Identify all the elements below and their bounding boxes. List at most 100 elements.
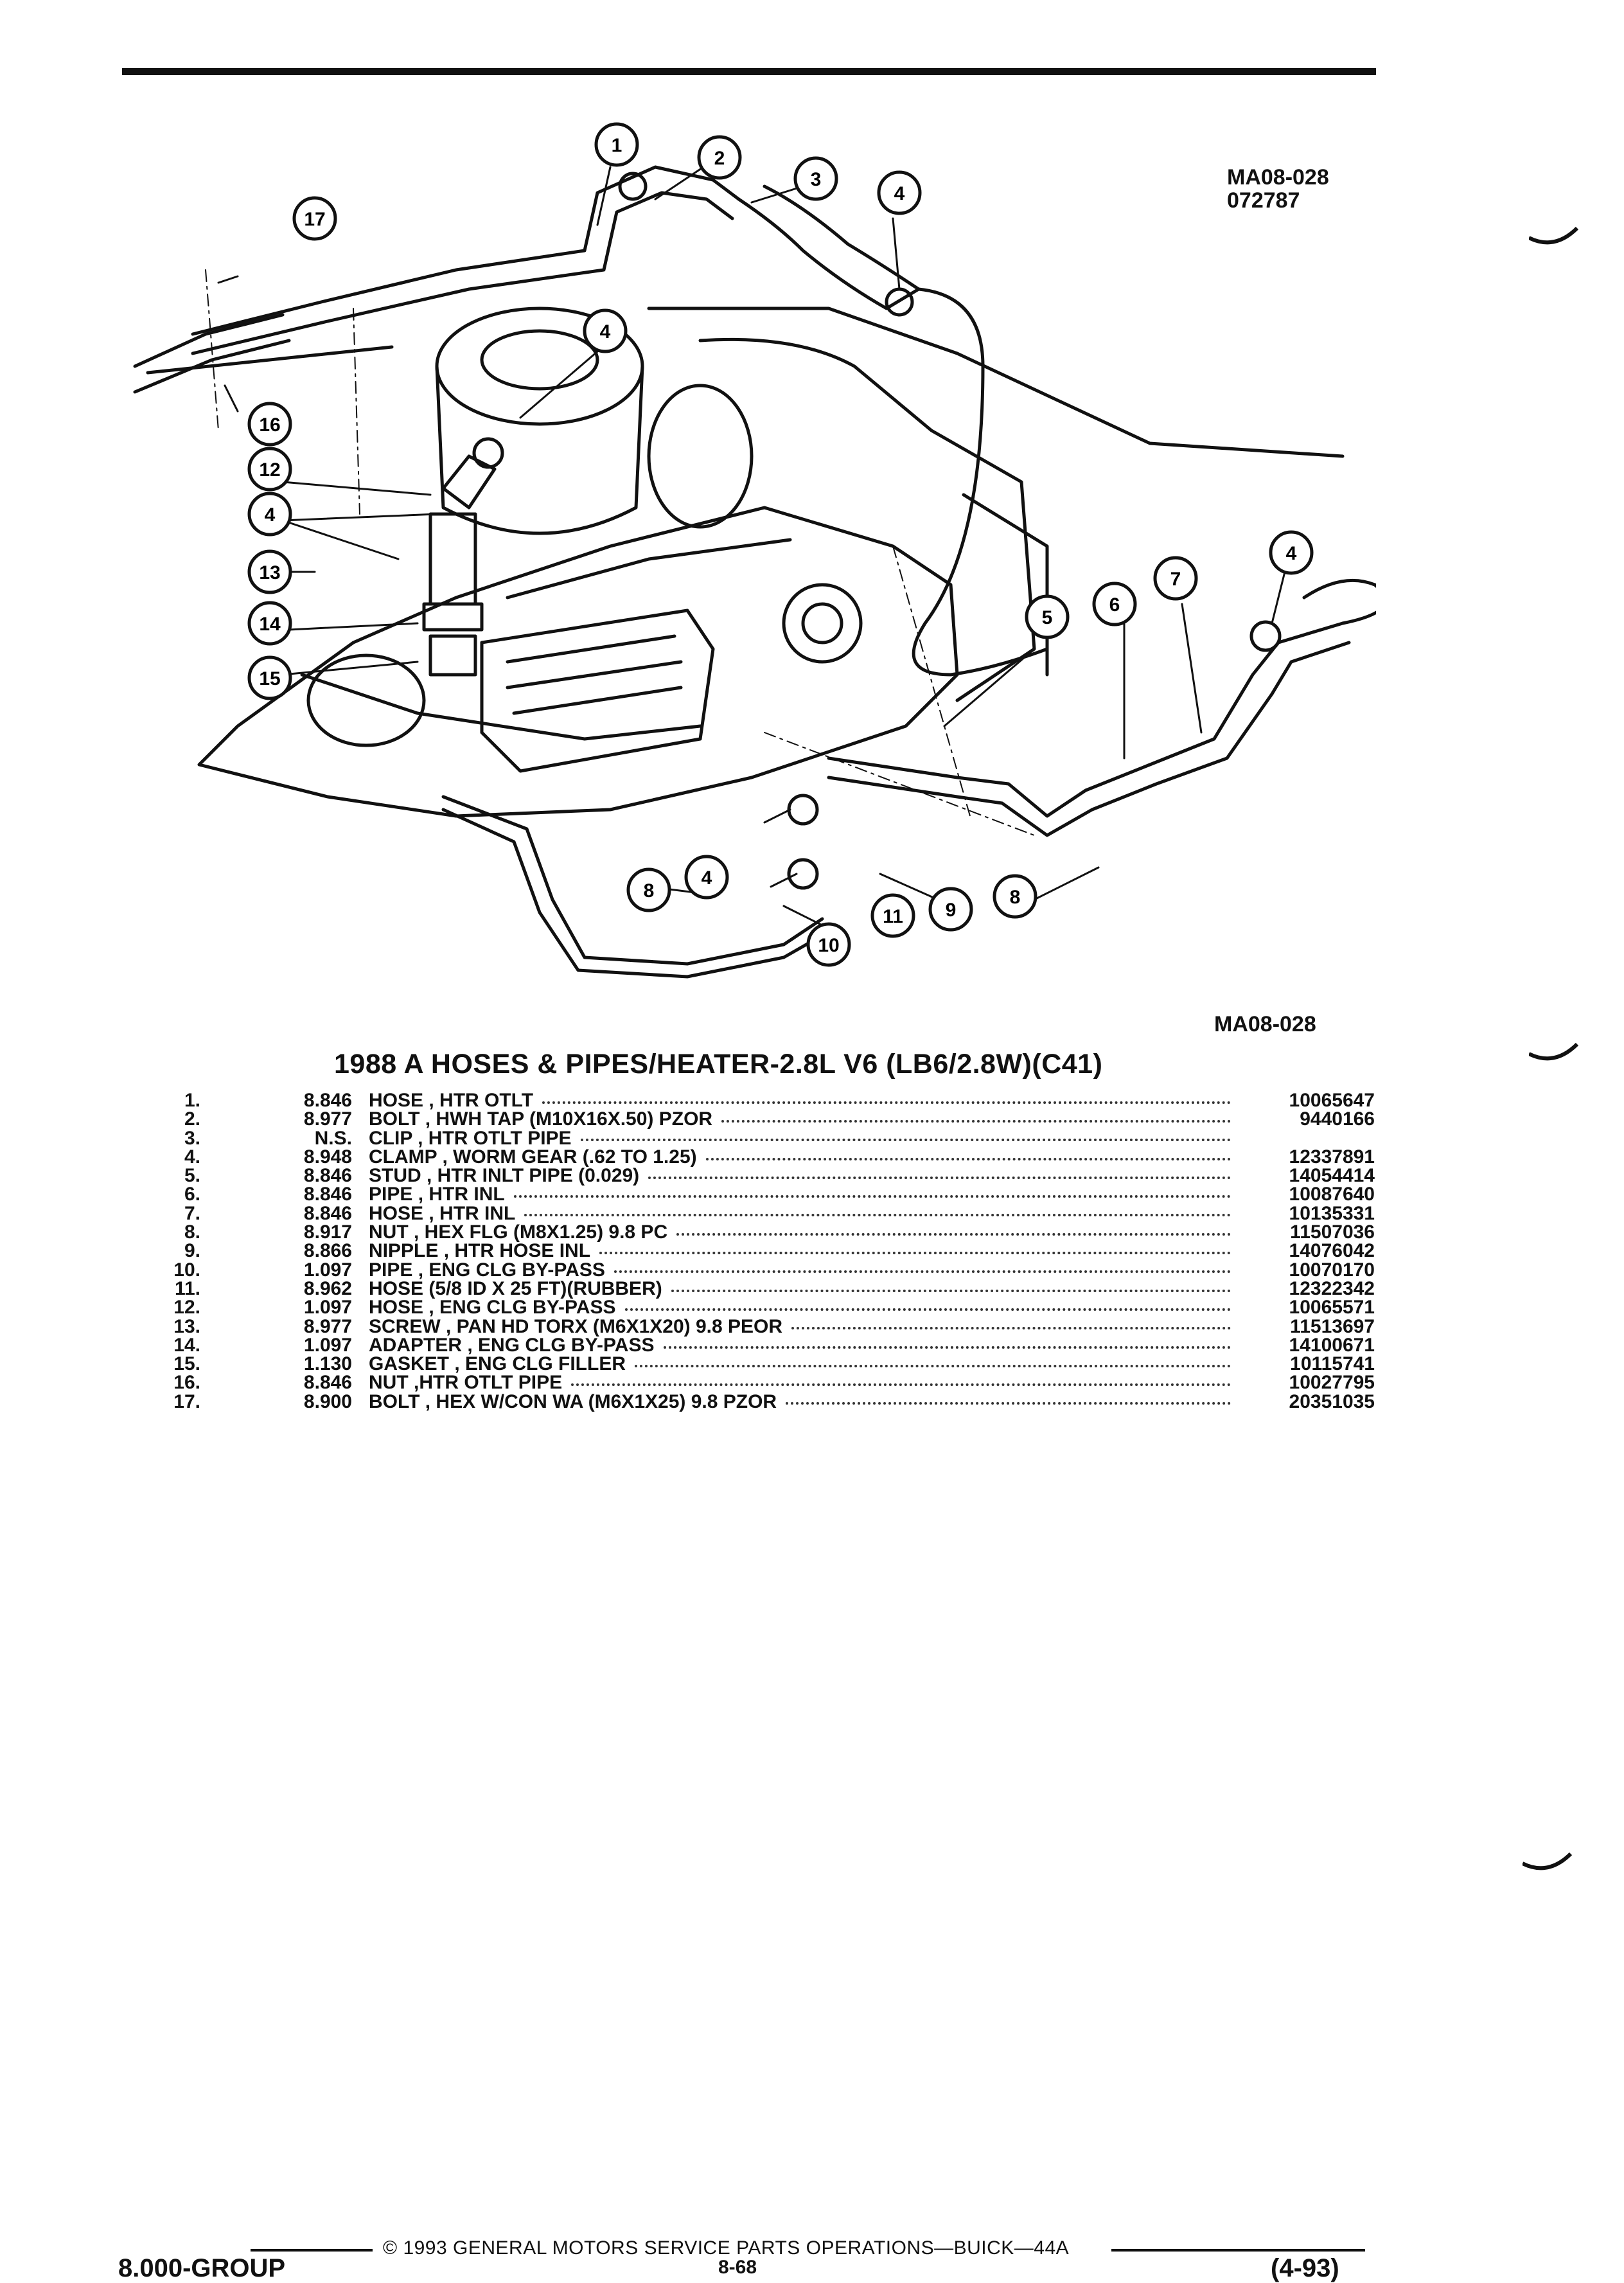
svg-text:4: 4	[1286, 543, 1297, 564]
svg-text:13: 13	[259, 562, 280, 583]
callout-17: 17	[292, 196, 337, 241]
leader-dots	[513, 1191, 1231, 1198]
svg-text:4: 4	[600, 321, 611, 342]
svg-text:16: 16	[259, 414, 280, 436]
part-description: STUD , HTR INLT PIPE (0.029)	[369, 1165, 640, 1187]
group-number: 8.917	[303, 1221, 352, 1243]
heater-outlet-hose	[191, 165, 741, 336]
part-number: 20351035	[1289, 1390, 1375, 1412]
group-number: 8.846	[303, 1165, 352, 1187]
group-number: 8.846	[303, 1372, 352, 1394]
part-description: CLAMP , WORM GEAR (.62 TO 1.25)	[369, 1146, 697, 1168]
leader-dots	[580, 1135, 1231, 1142]
callout-9: 9	[928, 887, 973, 932]
bypass-adapter	[441, 454, 497, 510]
part-number-index: 5.	[184, 1165, 200, 1187]
bypass-pipe	[441, 795, 824, 966]
part-number: 10087640	[1289, 1184, 1375, 1205]
svg-text:14: 14	[259, 614, 281, 635]
svg-text:8: 8	[644, 880, 655, 902]
leader-dots	[671, 1286, 1231, 1292]
leader-dots	[663, 1342, 1231, 1349]
part-number-index: 4.	[184, 1146, 200, 1168]
part-number-index: 7.	[184, 1202, 200, 1224]
part-number-index: 9.	[184, 1240, 200, 1262]
group-number: 8.866	[303, 1240, 352, 1262]
part-description: ADAPTER , ENG CLG BY-PASS	[369, 1334, 655, 1356]
part-number-index: 2.	[184, 1108, 200, 1130]
group-number: 8.977	[303, 1315, 352, 1337]
leader-dots	[599, 1248, 1231, 1255]
group-number: 1.097	[303, 1297, 352, 1319]
part-number: 14054414	[1289, 1165, 1375, 1187]
leader-dots	[542, 1097, 1231, 1104]
leader-dots	[635, 1361, 1231, 1367]
group-number: 1.097	[303, 1334, 352, 1356]
callout-4e: 4	[684, 855, 729, 900]
part-number-index: 14.	[173, 1334, 200, 1356]
part-description: SCREW , PAN HD TORX (M6X1X20) 9.8 PEOR	[369, 1315, 783, 1337]
part-number: 10065571	[1289, 1297, 1375, 1319]
svg-text:1: 1	[612, 135, 622, 156]
part-number: 10027795	[1289, 1372, 1375, 1394]
copyright-notice: © 1993 GENERAL MOTORS SERVICE PARTS OPER…	[383, 2237, 1070, 2259]
table-row: 13. 8.977 SCREW , PAN HD TORX (M6X1X20) 9.…	[161, 1317, 1375, 1336]
svg-text:3: 3	[811, 169, 822, 190]
page-number: 8-68	[718, 2257, 757, 2278]
group-number: 1.097	[303, 1259, 352, 1281]
callout-13: 13	[247, 549, 292, 594]
part-number-index: 15.	[173, 1353, 200, 1375]
callout-4c: 4	[247, 492, 292, 537]
leader-dots	[524, 1210, 1231, 1217]
leader-dots	[721, 1116, 1231, 1123]
part-number-index: 6.	[184, 1184, 200, 1205]
part-description: NUT ,HTR OTLT PIPE	[369, 1372, 563, 1394]
svg-text:10: 10	[818, 935, 839, 956]
svg-text:4: 4	[894, 183, 905, 204]
group-label: 8.000-GROUP	[118, 2254, 286, 2282]
part-number: 10115741	[1290, 1353, 1375, 1375]
callout-16: 16	[247, 402, 292, 447]
page-edge-mark	[1522, 1852, 1573, 1870]
part-number: 12322342	[1289, 1277, 1375, 1299]
group-number: 8.846	[303, 1202, 352, 1224]
callout-2: 2	[697, 135, 742, 180]
part-number-index: 8.	[184, 1221, 200, 1243]
callout-1: 1	[594, 122, 639, 167]
page-title: 1988 A HOSES & PIPES/HEATER-2.8L V6 (LB6…	[334, 1049, 1103, 1079]
part-description: PIPE , HTR INL	[369, 1184, 505, 1205]
callout-3: 3	[793, 156, 838, 201]
svg-text:4: 4	[702, 867, 712, 889]
revision-date: (4-93)	[1271, 2254, 1339, 2282]
part-number-index: 11.	[174, 1277, 200, 1299]
part-number: 11513697	[1290, 1315, 1375, 1337]
part-number-index: 10.	[173, 1259, 200, 1281]
leader-dots	[705, 1154, 1231, 1160]
firewall	[146, 306, 1345, 458]
group-number: 8.977	[303, 1108, 352, 1130]
table-row: 3.N.S.CLIP , HTR OTLT PIPE	[161, 1127, 1375, 1149]
part-number-index: 3.	[184, 1127, 200, 1149]
leader-dots	[676, 1229, 1231, 1236]
footer-rule-left	[251, 2249, 373, 2252]
svg-text:9: 9	[946, 900, 957, 921]
part-number-index: 13.	[173, 1315, 200, 1337]
part-number: 10065647	[1289, 1090, 1375, 1111]
part-number-index: 17.	[173, 1390, 200, 1412]
part-description: HOSE , HTR OTLT	[369, 1090, 534, 1111]
callout-5: 5	[1025, 594, 1070, 639]
callout-6: 6	[1092, 582, 1137, 626]
table-row: 5. 8.846 STUD , HTR INLT PIPE (0.029) 14054…	[161, 1165, 1375, 1187]
callout-11: 11	[870, 893, 915, 938]
page-edge-mark	[1529, 226, 1579, 245]
part-description: GASKET , ENG CLG FILLER	[369, 1353, 626, 1375]
top-rule	[122, 68, 1376, 75]
